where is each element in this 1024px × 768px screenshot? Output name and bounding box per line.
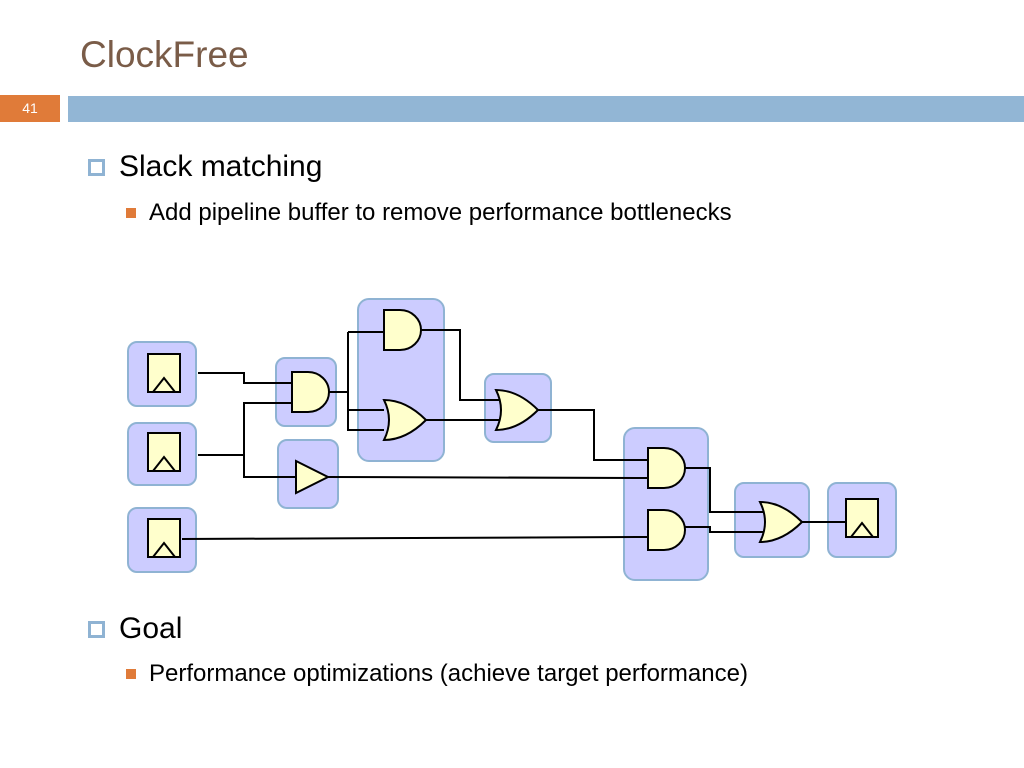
bullet-text: Goal [119, 612, 183, 645]
and-gate [383, 309, 422, 351]
square-bullet-icon [126, 669, 136, 679]
gate-group [623, 427, 709, 581]
slide-number: 41 [0, 95, 60, 122]
header-bar [68, 96, 1024, 122]
and-gate [647, 509, 686, 551]
output-register [845, 498, 879, 538]
sub-bullet-performance: Performance optimizations (achieve targe… [126, 660, 748, 688]
input-register-2 [147, 432, 181, 472]
input-register-3 [147, 518, 181, 558]
square-bullet-icon [126, 208, 136, 218]
sub-bullet-text: Performance optimizations (achieve targe… [149, 660, 748, 687]
slide-title: ClockFree [80, 34, 249, 75]
sub-bullet-pipeline: Add pipeline buffer to remove performanc… [126, 199, 732, 227]
square-bullet-icon [88, 620, 105, 638]
square-bullet-icon [88, 158, 105, 176]
and-gate [647, 447, 686, 489]
bullet-slack-matching: Slack matching [88, 150, 322, 184]
and-gate [291, 371, 330, 413]
buffer-icon [295, 459, 331, 495]
input-register-1 [147, 353, 181, 393]
bullet-goal: Goal [88, 612, 182, 646]
sub-bullet-text: Add pipeline buffer to remove performanc… [149, 199, 732, 226]
bullet-text: Slack matching [119, 150, 323, 183]
